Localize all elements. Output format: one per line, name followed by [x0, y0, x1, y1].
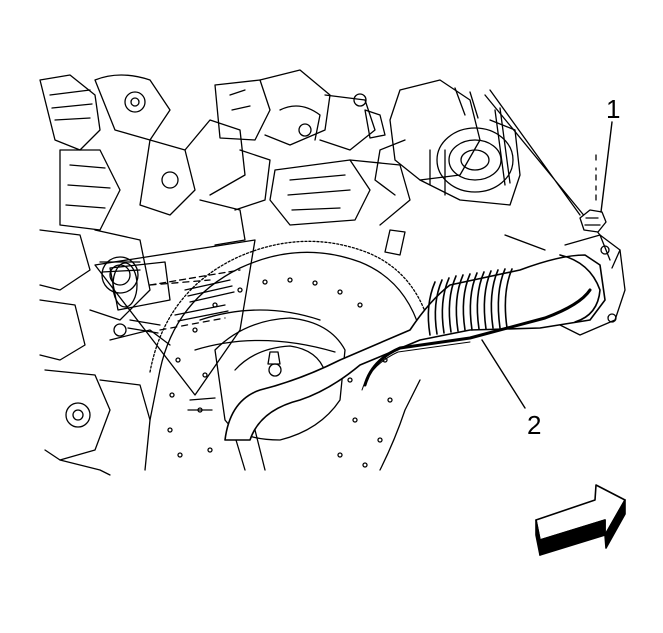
callout-label-1: 1 [606, 94, 621, 124]
leader-lines [482, 122, 612, 408]
engine-block-left [40, 75, 245, 475]
turbo-housing [365, 80, 520, 205]
callout-label-2: 2 [527, 410, 542, 440]
pipe-flange [485, 90, 625, 335]
alignment-dashes [150, 280, 225, 330]
direction-arrow-icon [536, 485, 625, 555]
nut [580, 150, 606, 232]
cutaway-triangle [95, 240, 255, 395]
leader-line-2 [482, 340, 525, 408]
engine-block-top [200, 70, 410, 255]
exhaust-pipe [225, 255, 605, 440]
leader-line-1 [601, 122, 612, 212]
